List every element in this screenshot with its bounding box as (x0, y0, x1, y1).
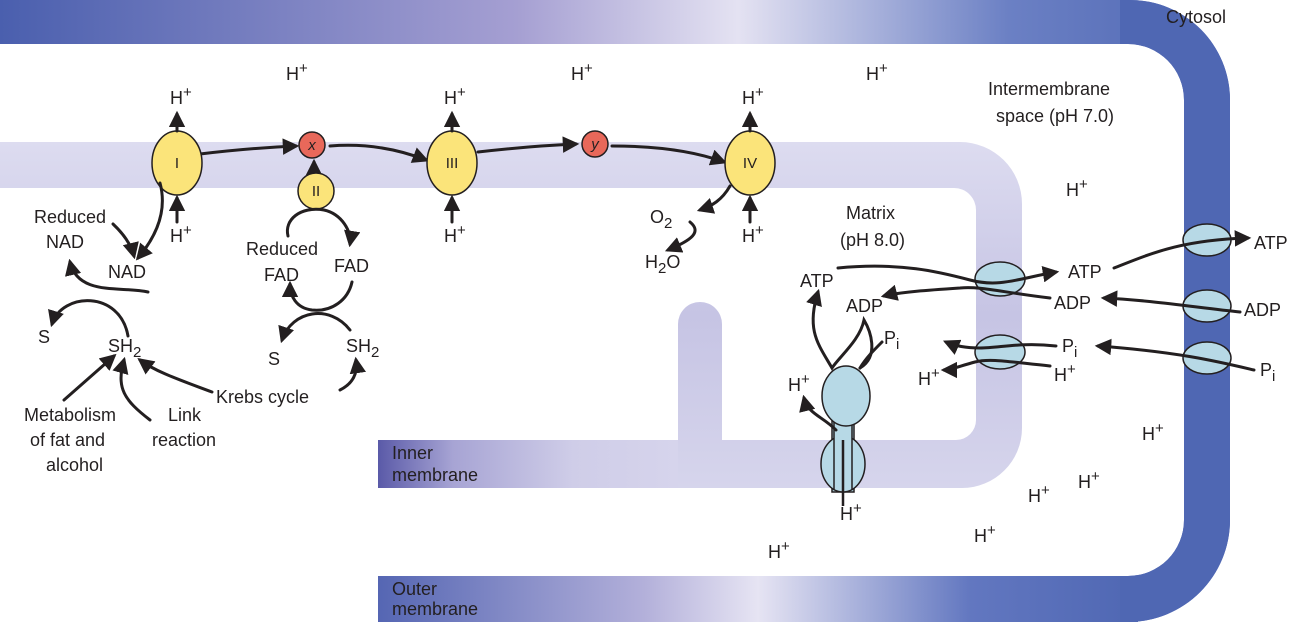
carrier-y: y (581, 130, 609, 158)
nad-label: NAD (108, 262, 146, 282)
inner-membrane-transporters: ATP ADP Pi (836, 261, 1102, 379)
reduced-fad-label-2: FAD (264, 265, 299, 285)
link-reaction-label-1: Link (168, 405, 202, 425)
proton-pump-arrows (168, 110, 759, 224)
s-label: S (268, 349, 280, 369)
adp-label: ADP (1054, 293, 1091, 313)
complex-iv-label: IV (743, 155, 757, 172)
electron-flow (198, 136, 728, 176)
complex-iii-label: III (446, 155, 459, 172)
proton-label: H+ (571, 60, 593, 84)
complex-ii-label: II (312, 183, 320, 200)
proton-label: H+ (866, 60, 888, 84)
matrix-label-2: (pH 8.0) (840, 230, 905, 250)
metabolism-label-1: Metabolism (24, 405, 116, 425)
water-label: H2O (645, 252, 680, 277)
proton-label: H+ (742, 222, 764, 246)
pi-label: Pi (1260, 360, 1275, 385)
outer-membrane (0, 0, 1230, 622)
pi-label: Pi (884, 328, 899, 353)
proton-label: H+ (974, 522, 996, 546)
reduced-nad-label-1: Reduced (34, 207, 106, 227)
metabolism-label-3: alcohol (46, 455, 103, 475)
proton-label: H+ (170, 84, 192, 108)
matrix-label-1: Matrix (846, 203, 895, 223)
oxygen-label: O2 (650, 207, 672, 232)
atp-label: ATP (1068, 262, 1102, 282)
proton-label: H+ (768, 538, 790, 562)
s-label: S (38, 327, 50, 347)
proton-label: H+ (1142, 420, 1164, 444)
atp-synthase: ATP ADP Pi (799, 271, 899, 506)
link-reaction-label-2: reaction (152, 430, 216, 450)
cytosol-label: Cytosol (1166, 7, 1226, 27)
proton-label: H+ (788, 371, 810, 395)
carrier-x-label: x (307, 137, 316, 154)
proton-label: H+ (170, 222, 192, 246)
proton-labels: H+ H+ H+ H+ H+ H+ H+ H+ H+ H+ H+ H+ H+ H… (170, 60, 1164, 562)
intermembrane-label-2: space (pH 7.0) (996, 106, 1114, 126)
atp-label: ATP (800, 271, 834, 291)
oxygen-reduction: O2 H2O (645, 184, 732, 277)
fad-label: FAD (334, 256, 369, 276)
proton-label: H+ (1028, 482, 1050, 506)
complex-iii: III (426, 130, 478, 196)
reduced-nad-label-2: NAD (46, 232, 84, 252)
sh2-label: SH2 (346, 336, 379, 361)
inner-membrane-label-1: Inner (392, 443, 433, 463)
proton-label: H+ (1054, 361, 1076, 385)
proton-label: H+ (1066, 176, 1088, 200)
proton-label: H+ (444, 222, 466, 246)
krebs-cycle-label: Krebs cycle (216, 387, 309, 407)
inner-membrane (0, 142, 1022, 488)
outer-membrane-label-2: membrane (392, 599, 478, 619)
proton-label: H+ (1078, 468, 1100, 492)
carrier-y-label: y (590, 136, 600, 153)
outer-membrane-label-1: Outer (392, 579, 437, 599)
complex-ii: II (297, 172, 335, 210)
proton-label: H+ (286, 60, 308, 84)
pi-label: Pi (1062, 336, 1077, 361)
sh2-label: SH2 (108, 336, 141, 361)
atp-label: ATP (1254, 233, 1288, 253)
proton-label: H+ (742, 84, 764, 108)
complex-i-label: I (175, 155, 179, 172)
proton-label: H+ (840, 500, 862, 524)
reduced-fad-label-1: Reduced (246, 239, 318, 259)
inner-membrane-label-2: membrane (392, 465, 478, 485)
proton-label: H+ (444, 84, 466, 108)
complex-iv: IV (724, 130, 776, 196)
adp-label: ADP (846, 296, 883, 316)
nad-cycle: Reduced NAD NAD S SH2 Metabolism of fat … (24, 181, 309, 475)
metabolism-label-2: of fat and (30, 430, 105, 450)
carrier-x: x (298, 131, 326, 159)
proton-label: H+ (918, 365, 940, 389)
intermembrane-label-1: Intermembrane (988, 79, 1110, 99)
outer-membrane-transporters: ATP ADP Pi (1094, 223, 1288, 385)
adp-label: ADP (1244, 300, 1281, 320)
fad-cycle: Reduced FAD FAD S SH2 (246, 207, 379, 392)
